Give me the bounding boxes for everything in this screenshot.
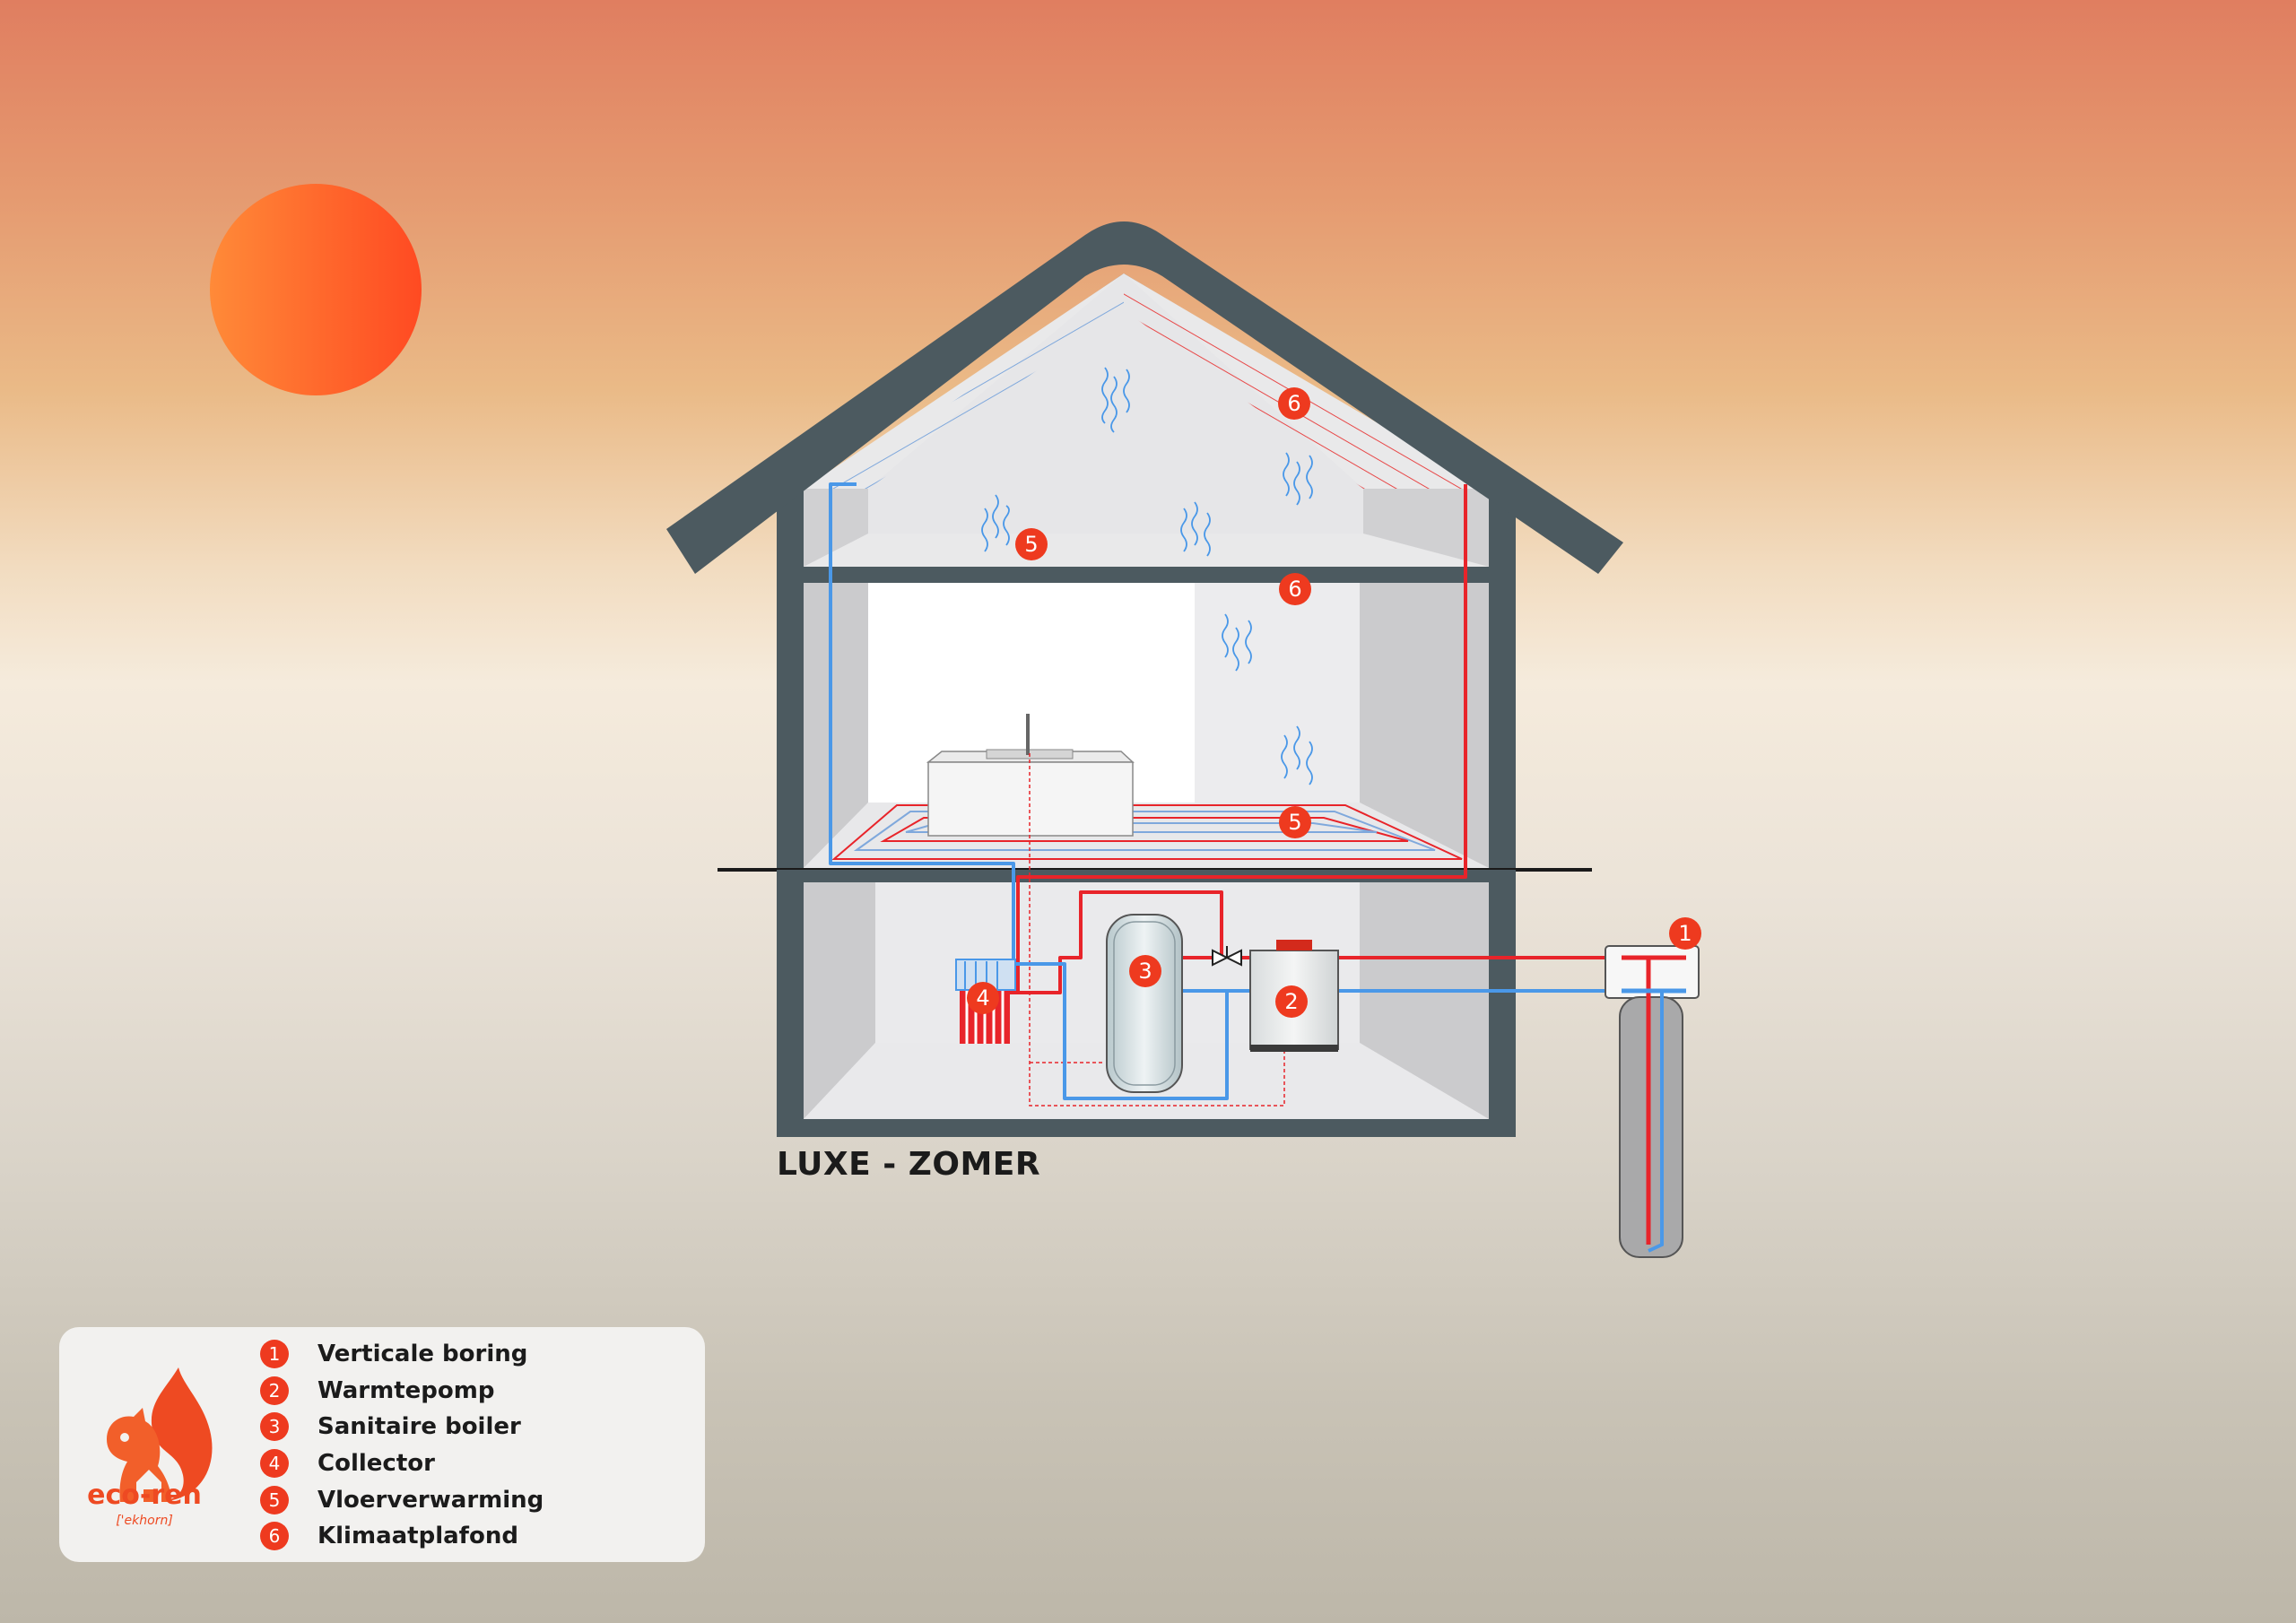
svg-text:3: 3 [1138, 959, 1152, 984]
svg-text:5: 5 [1024, 532, 1038, 557]
svg-text:6: 6 [1288, 577, 1301, 602]
markers: 1 2 3 4 5 5 6 6 [967, 387, 1701, 1018]
svg-text:1: 1 [1678, 921, 1692, 946]
marker-2: 2 [1275, 985, 1308, 1018]
svg-text:2: 2 [1284, 989, 1298, 1014]
marker-6-roof: 6 [1278, 387, 1310, 420]
legend-label: Klimaatplafond [317, 1523, 518, 1550]
legend-item: 2 Warmtepomp [260, 1373, 544, 1410]
legend-number: 1 [260, 1340, 289, 1369]
sun [210, 184, 422, 395]
legend-item: 1 Verticale boring [260, 1336, 544, 1373]
squirrel-logo-icon [107, 1367, 213, 1502]
house-frame [666, 221, 1623, 1137]
svg-text:5: 5 [1288, 810, 1301, 835]
marker-5-attic: 5 [1015, 528, 1048, 560]
legend-item: 5 Vloerverwarming [260, 1481, 544, 1518]
svg-text:6: 6 [1287, 391, 1300, 416]
logo-name: eco-ren [87, 1480, 202, 1511]
sanitary-boiler [1106, 914, 1183, 1093]
legend-number: 6 [260, 1522, 289, 1551]
borehole [1605, 945, 1700, 1258]
marker-4: 4 [967, 982, 999, 1014]
valve [1212, 946, 1242, 967]
legend-label: Collector [317, 1450, 435, 1478]
marker-6-ceiling: 6 [1279, 573, 1311, 605]
heat-pump [1249, 940, 1339, 1052]
legend-list: 1 Verticale boring 2 Warmtepomp 3 Sanita… [260, 1336, 544, 1555]
legend-number: 3 [260, 1412, 289, 1442]
legend-number: 5 [260, 1485, 289, 1515]
diagram-title: LUXE - ZOMER [777, 1146, 1041, 1183]
svg-text:4: 4 [976, 985, 989, 1011]
legend-item: 3 Sanitaire boiler [260, 1409, 544, 1445]
legend-item: 6 Klimaatplafond [260, 1518, 544, 1555]
legend-label: Sanitaire boiler [317, 1413, 521, 1441]
legend-panel: eco-ren ['ekhorn] 1 Verticale boring 2 W… [59, 1327, 705, 1562]
airflow-arrows [981, 367, 1313, 785]
legend-number: 4 [260, 1449, 289, 1479]
drain-lines [1029, 753, 1285, 1107]
marker-3: 3 [1129, 955, 1161, 987]
logo-phonetic: ['ekhorn] [116, 1514, 173, 1528]
floor-heating [831, 804, 1463, 860]
legend-label: Vloerverwarming [317, 1486, 544, 1514]
marker-5-floor: 5 [1279, 806, 1311, 838]
legend-label: Warmtepomp [317, 1376, 495, 1404]
marker-1: 1 [1669, 917, 1701, 950]
legend-label: Verticale boring [317, 1341, 528, 1368]
legend-item: 4 Collector [260, 1445, 544, 1482]
legend-number: 2 [260, 1376, 289, 1405]
